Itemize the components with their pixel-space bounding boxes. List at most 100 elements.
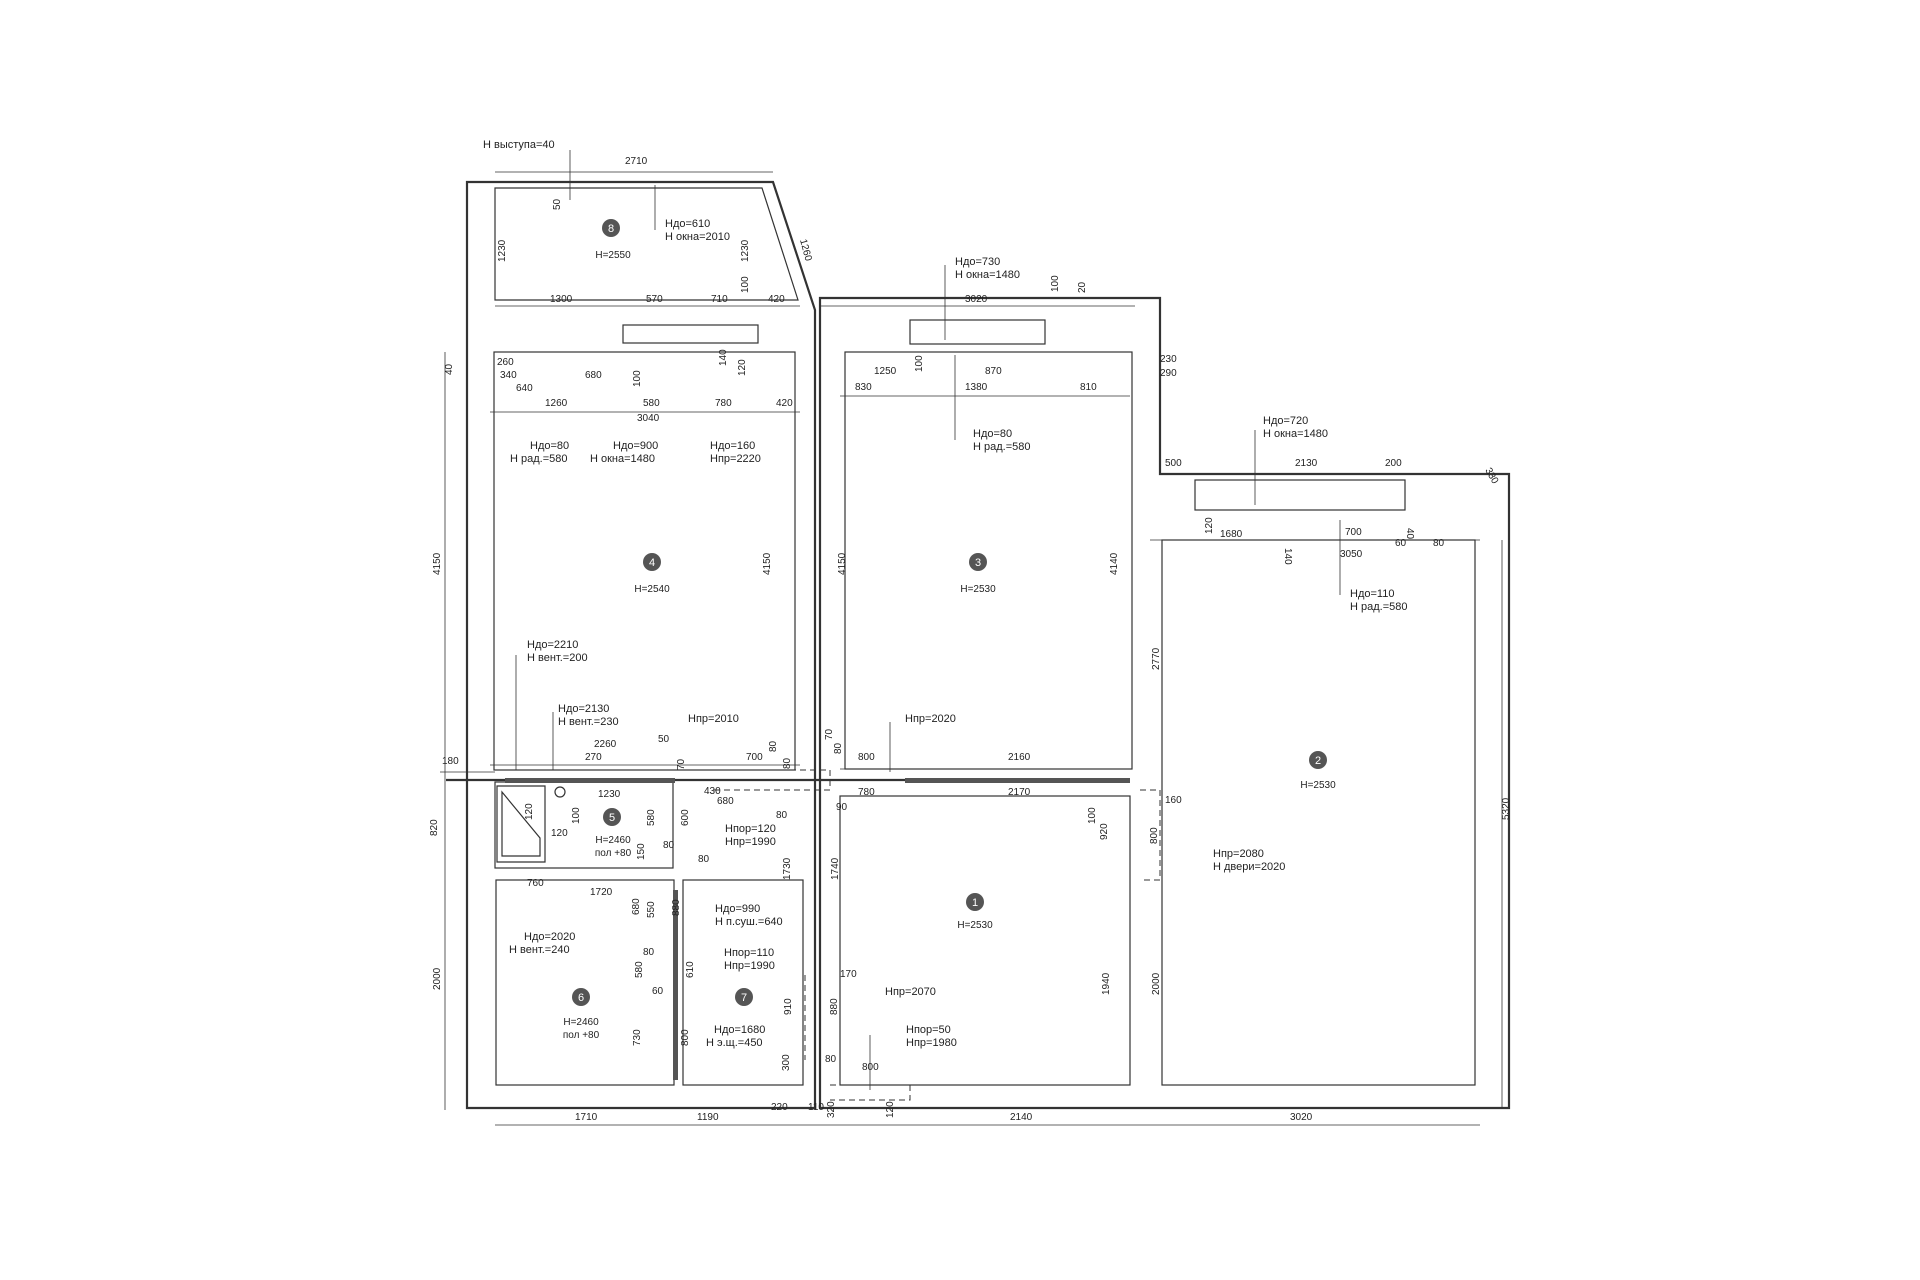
dimension-label: 1710 xyxy=(575,1112,598,1123)
dimension-label: 80 xyxy=(768,740,779,752)
dimension-label: 70 xyxy=(824,728,835,740)
annotation-electric-panel: Hдо=1680 xyxy=(714,1024,765,1036)
dimension-label: 160 xyxy=(1165,795,1182,806)
dimension-label: 430 xyxy=(704,786,721,797)
annotation-towel-dryer: Hдо=990 xyxy=(715,903,760,915)
dimension-lines xyxy=(440,171,1503,1126)
dimension-label: 50 xyxy=(658,734,670,745)
dimension-label: 80 xyxy=(776,810,788,821)
dimension-label: 70 xyxy=(676,758,687,770)
dimension-label: 1730 xyxy=(782,857,793,880)
door-opening-room-1 xyxy=(1140,789,1161,881)
dimension-label: 90 xyxy=(836,802,848,813)
dimension-label: 760 xyxy=(527,878,544,889)
room-1-inner-wall xyxy=(839,795,1131,1086)
dimension-label: 100 xyxy=(914,355,925,372)
dimension-label: 730 xyxy=(632,1029,643,1046)
dimension-label: 140 xyxy=(1282,548,1293,565)
dimension-label: 120 xyxy=(737,359,748,376)
svg-text:H=2540: H=2540 xyxy=(634,584,670,595)
bathtub-shape xyxy=(496,785,546,863)
sink-circle xyxy=(554,786,566,798)
dimension-label: 80 xyxy=(825,1054,837,1065)
svg-text:H окна=1480: H окна=1480 xyxy=(955,269,1020,281)
dimension-label: 2260 xyxy=(594,739,617,750)
dimension-label: 100 xyxy=(632,370,643,387)
annotation-room2-radiator: Hдо=110 xyxy=(1350,588,1394,600)
dimension-label: 2130 xyxy=(1295,458,1318,469)
dimension-label: 800 xyxy=(680,1029,691,1046)
window-room-3 xyxy=(909,319,1046,345)
svg-text:H вент.=240: H вент.=240 xyxy=(509,944,570,956)
dimension-label: 830 xyxy=(855,382,872,393)
dimension-label: 1380 xyxy=(965,382,988,393)
annotation-vent-3: Hдо=2020 xyxy=(524,931,575,943)
dimension-label: 320 xyxy=(826,1101,837,1118)
dimension-label: 200 xyxy=(1385,458,1402,469)
dimension-label: 180 xyxy=(442,756,459,767)
annotation-opening-2070: Hпр=2070 xyxy=(885,986,936,998)
partition-corridor-right xyxy=(905,778,1130,783)
window-room-4 xyxy=(622,324,759,344)
dimension-label: 140 xyxy=(718,349,729,366)
room-marker-6: 6 H=2460 пол +80 xyxy=(563,988,600,1041)
dimension-label: 420 xyxy=(776,398,793,409)
dimension-label: 100 xyxy=(1087,807,1098,824)
room-8-inner-wall xyxy=(494,187,799,301)
dimension-label: 1300 xyxy=(550,294,573,305)
dimension-label: 800 xyxy=(862,1062,879,1073)
dimension-label: 170 xyxy=(840,969,857,980)
svg-text:H=2460: H=2460 xyxy=(595,835,631,846)
annotation-room7-door: Hпор=110 xyxy=(724,947,774,959)
dimension-label: 1230 xyxy=(598,789,621,800)
outer-wall-middle-block xyxy=(818,296,1511,1110)
svg-text:6: 6 xyxy=(578,992,584,1004)
svg-text:1: 1 xyxy=(972,897,978,909)
window-room-2 xyxy=(1194,479,1406,511)
svg-text:H вент.=200: H вент.=200 xyxy=(527,652,588,664)
annotation-vent-1: Hдо=2210 xyxy=(527,639,578,651)
dimension-label: 60 xyxy=(1395,538,1407,549)
dimension-label: 80 xyxy=(1433,538,1445,549)
dimension-label: 1740 xyxy=(830,857,841,880)
dimension-label: 3020 xyxy=(1290,1112,1313,1123)
dimension-label: 600 xyxy=(680,809,691,826)
dimension-label: 640 xyxy=(516,383,533,394)
dimension-label: 2000 xyxy=(432,967,443,990)
annotation-room3-radiator: Hдо=80 xyxy=(973,428,1012,440)
room-marker-1: 1 H=2530 xyxy=(957,893,993,931)
dimension-label: 80 xyxy=(782,757,793,769)
dimension-label: 1250 xyxy=(874,366,897,377)
dimension-label: 700 xyxy=(1345,527,1362,538)
svg-text:H=2530: H=2530 xyxy=(960,584,996,595)
annotation-room3-window: Hдо=730 xyxy=(955,256,1000,268)
dimension-label: 20 xyxy=(1077,281,1088,293)
annotation-opening-2020: Hпр=2020 xyxy=(905,713,956,725)
dimension-label: 420 xyxy=(768,294,785,305)
dimension-label: 1230 xyxy=(497,239,508,262)
dimension-labels: 2710 50 1230 1230 1260 1300 570 710 100 … xyxy=(429,156,1512,1123)
dimension-label: 2140 xyxy=(1010,1112,1033,1123)
annotation-room4-opening: Hдо=160 xyxy=(710,440,755,452)
dimension-label: 120 xyxy=(524,803,535,820)
annotation-vent-2: Hдо=2130 xyxy=(558,703,609,715)
annotation-room4-radiator: Hдо=80 xyxy=(530,440,569,452)
dimension-label: 80 xyxy=(698,854,710,865)
room-4-inner-wall xyxy=(493,351,796,771)
dimension-label: 4150 xyxy=(837,552,848,575)
dimension-label: 2160 xyxy=(1008,752,1031,763)
svg-text:H=2460: H=2460 xyxy=(563,1017,599,1028)
dimension-label: 910 xyxy=(783,998,794,1015)
dimension-label: 120 xyxy=(885,1101,896,1118)
svg-text:пол +80: пол +80 xyxy=(595,848,632,859)
dimension-label: 780 xyxy=(858,787,875,798)
dimension-label: 580 xyxy=(634,961,645,978)
dimension-label: 550 xyxy=(646,901,657,918)
dimension-label: 220 xyxy=(771,1102,788,1113)
annotation-opening-2010: Hпр=2010 xyxy=(688,713,739,725)
dimension-label: 580 xyxy=(643,398,660,409)
dimension-label: 50 xyxy=(552,198,563,210)
room-marker-5: 5 H=2460 пол +80 xyxy=(595,808,632,859)
